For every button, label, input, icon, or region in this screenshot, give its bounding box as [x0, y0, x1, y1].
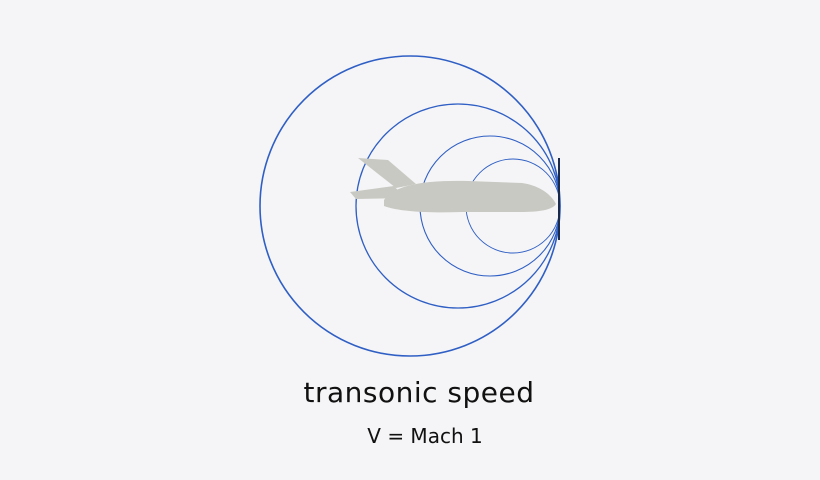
aircraft-silhouette	[350, 158, 556, 213]
aircraft-fuselage	[384, 180, 556, 213]
aircraft-tail-fin	[358, 158, 416, 188]
caption-subtitle: V = Mach 1	[367, 424, 483, 448]
caption-title: transonic speed	[303, 376, 535, 409]
